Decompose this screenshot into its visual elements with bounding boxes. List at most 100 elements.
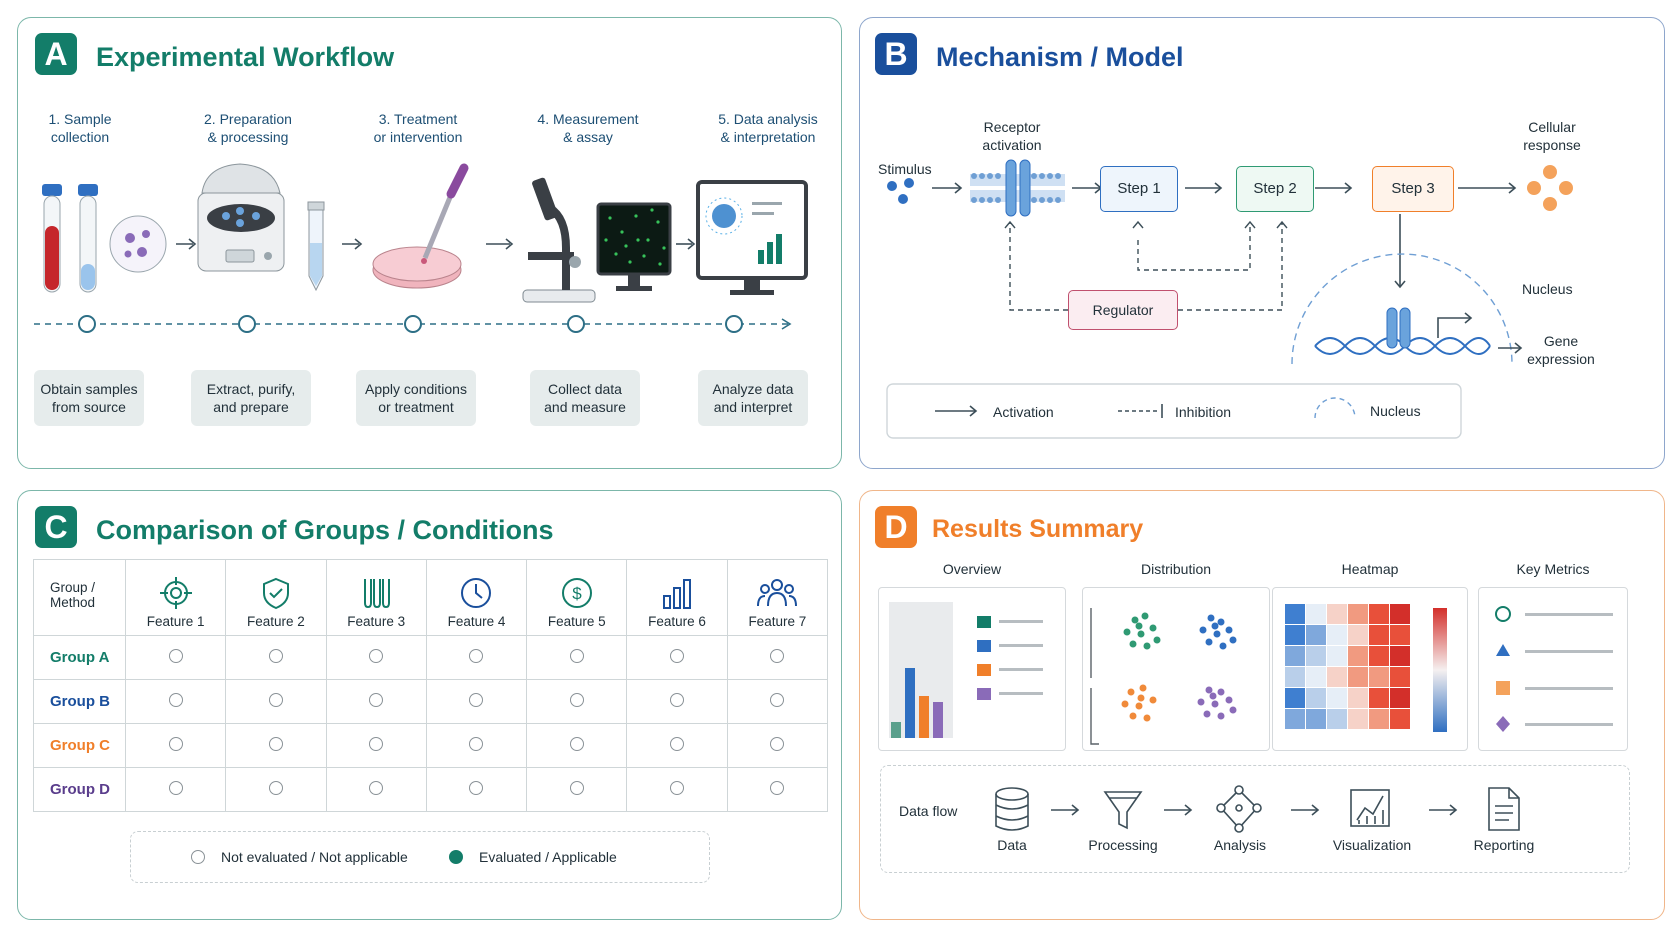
heatmap-cell	[1390, 688, 1410, 708]
flow-visualization-label: Visualization	[1332, 837, 1412, 853]
not-evaluated-marker	[168, 781, 183, 795]
flow-reporting-label: Reporting	[1473, 837, 1535, 853]
heatmap-cell	[1390, 667, 1410, 687]
not-evaluated-marker	[670, 649, 685, 663]
step-2-node: Step 2	[1236, 166, 1314, 212]
data-flow-box: Data flow	[880, 765, 1630, 873]
not-evaluated-marker	[268, 737, 283, 751]
line-chart-icon	[1350, 789, 1390, 827]
table-row: Group D	[33, 767, 829, 812]
legend-activation: Activation	[993, 404, 1054, 420]
corner-header: Group /Method	[33, 559, 126, 636]
flow-analysis-label: Analysis	[1213, 837, 1267, 853]
group-a-label: Group A	[33, 635, 126, 680]
heatmap-cell	[1369, 646, 1389, 666]
panel-badge: D	[875, 506, 917, 548]
heatmap-cell	[1390, 604, 1410, 624]
not-evaluated-legend-marker	[191, 850, 205, 864]
stimulus-molecules	[887, 178, 914, 204]
network-icon	[1216, 785, 1262, 833]
heatmap-cell	[1327, 688, 1347, 708]
not-evaluated-marker	[369, 781, 384, 795]
not-evaluated-marker	[168, 737, 183, 751]
heatmap-cell	[1285, 667, 1305, 687]
not-evaluated-marker	[268, 649, 283, 663]
feature-2-header: Feature 2	[225, 559, 327, 636]
svg-text:$: $	[572, 584, 582, 603]
circle-icon	[1495, 606, 1511, 622]
cell	[425, 723, 528, 768]
not-evaluated-marker	[770, 649, 785, 663]
cell	[225, 635, 327, 680]
legend-not-evaluated: Not evaluated / Not applicable	[221, 849, 408, 865]
legend-inhibition: Inhibition	[1175, 404, 1232, 420]
cell	[325, 723, 427, 768]
heatmap-cell	[1369, 709, 1389, 729]
not-evaluated-marker	[369, 649, 384, 663]
cell	[526, 679, 628, 724]
shield-icon	[262, 577, 289, 610]
key-metrics-panel	[1478, 587, 1628, 751]
database-icon	[995, 787, 1029, 831]
cell	[425, 767, 528, 812]
distribution-chart	[1082, 587, 1270, 751]
feature-3-header: Feature 3	[325, 559, 427, 636]
cell	[124, 679, 227, 724]
heatmap-cell	[1390, 646, 1410, 666]
feature-6-header: Feature 6	[626, 559, 728, 636]
receptor-membrane-icon	[970, 159, 1065, 217]
cell	[626, 767, 728, 812]
heatmap-cell	[1348, 604, 1368, 624]
table-header-row: Group /Method Feature 1 Feature 2 Featur…	[33, 559, 829, 636]
not-evaluated-marker	[369, 737, 384, 751]
heatmap-cell	[1285, 688, 1305, 708]
data-flow-diagram	[995, 785, 1520, 833]
heatmap-cell	[1306, 604, 1326, 624]
feature-4-header: Feature 4	[425, 559, 528, 636]
cell	[325, 635, 427, 680]
feature-5-header: $ Feature 5	[526, 559, 628, 636]
centrifuge-icon	[197, 163, 325, 292]
not-evaluated-marker	[670, 781, 685, 795]
heatmap-cell	[1369, 625, 1389, 645]
nucleus-label: Nucleus	[1522, 281, 1573, 297]
not-evaluated-marker	[569, 649, 584, 663]
step-2-description: Extract, purify,and prepare	[191, 370, 311, 426]
evaluated-legend-marker	[449, 850, 463, 864]
cell	[626, 723, 728, 768]
heatmap-cell	[1306, 625, 1326, 645]
key-metrics-list	[1495, 606, 1613, 732]
test-tubes-icon	[42, 184, 167, 293]
heatmap-grid	[1285, 604, 1447, 732]
group-c-label: Group C	[33, 723, 126, 768]
table-row: Group C	[33, 723, 829, 768]
cell	[526, 635, 628, 680]
heatmap-cell	[1390, 625, 1410, 645]
dna-helix-icon	[1314, 307, 1491, 355]
cell	[425, 679, 528, 724]
workflow-illustrations	[34, 163, 808, 333]
heatmap-cell	[1285, 646, 1305, 666]
panel-badge: C	[35, 506, 77, 548]
not-evaluated-marker	[369, 693, 384, 707]
cell	[225, 767, 327, 812]
clock-icon	[461, 578, 492, 608]
heatmap-cell	[1369, 667, 1389, 687]
cell	[726, 679, 829, 724]
heatmap-cell	[1327, 646, 1347, 666]
not-evaluated-marker	[469, 649, 484, 663]
not-evaluated-marker	[469, 693, 484, 707]
not-evaluated-marker	[569, 693, 584, 707]
overview-bar-chart	[889, 602, 1043, 738]
funnel-icon	[1103, 791, 1143, 830]
cell	[225, 679, 327, 724]
heatmap-color-scale	[1433, 608, 1447, 732]
step-3-node: Step 3	[1372, 166, 1454, 212]
legend-evaluated: Evaluated / Applicable	[479, 849, 617, 865]
heatmap-cell	[1327, 709, 1347, 729]
cell	[325, 679, 427, 724]
heatmap-cell	[1348, 667, 1368, 687]
